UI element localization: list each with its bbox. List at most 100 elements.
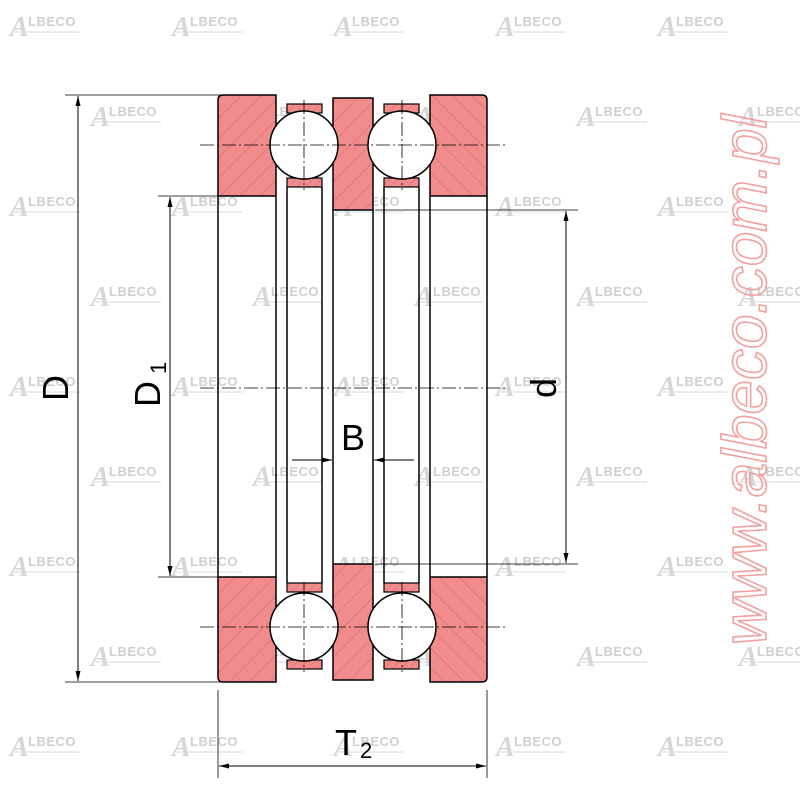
label-B: B <box>341 417 365 458</box>
svg-text:LBECO: LBECO <box>514 554 562 569</box>
svg-text:LBECO: LBECO <box>28 554 76 569</box>
svg-text:LBECO: LBECO <box>433 464 481 479</box>
svg-text:A: A <box>170 732 191 763</box>
svg-text:LBECO: LBECO <box>28 374 76 389</box>
svg-text:LBECO: LBECO <box>514 194 562 209</box>
svg-text:LBECO: LBECO <box>352 14 400 29</box>
svg-text:A: A <box>413 462 434 493</box>
label-D1: D <box>127 381 168 407</box>
website-text: www.albeco.com.pl <box>711 112 780 645</box>
svg-text:LBECO: LBECO <box>352 734 400 749</box>
svg-text:LBECO: LBECO <box>595 464 643 479</box>
body-outlines <box>217 187 488 583</box>
svg-text:LBECO: LBECO <box>757 284 800 299</box>
svg-text:A: A <box>575 282 596 313</box>
shaft-washer-bottom <box>332 563 374 681</box>
svg-text:A: A <box>170 12 191 43</box>
svg-text:LBECO: LBECO <box>433 284 481 299</box>
svg-text:LBECO: LBECO <box>514 14 562 29</box>
shaft-washer-top <box>332 97 374 211</box>
svg-text:LBECO: LBECO <box>271 464 319 479</box>
svg-text:A: A <box>170 372 191 403</box>
svg-text:A: A <box>656 552 677 583</box>
svg-text:A: A <box>332 732 353 763</box>
label-D: D <box>35 375 76 401</box>
svg-text:A: A <box>737 642 758 673</box>
svg-text:LBECO: LBECO <box>28 734 76 749</box>
svg-text:A: A <box>413 282 434 313</box>
housing-washer-left-bottom <box>217 576 277 683</box>
svg-text:A: A <box>89 462 110 493</box>
svg-text:A: A <box>737 282 758 313</box>
svg-text:LBECO: LBECO <box>595 284 643 299</box>
extension-lines <box>65 94 578 778</box>
svg-text:A: A <box>170 552 191 583</box>
svg-text:A: A <box>8 192 29 223</box>
svg-text:A: A <box>89 282 110 313</box>
svg-text:A: A <box>8 12 29 43</box>
svg-text:A: A <box>737 102 758 133</box>
svg-text:LBECO: LBECO <box>676 374 724 389</box>
svg-text:LBECO: LBECO <box>514 374 562 389</box>
svg-text:A: A <box>737 462 758 493</box>
svg-text:LBECO: LBECO <box>190 194 238 209</box>
svg-text:LBECO: LBECO <box>595 644 643 659</box>
svg-text:LBECO: LBECO <box>676 194 724 209</box>
bottom-section <box>217 563 488 683</box>
centre-lines <box>200 100 505 672</box>
svg-text:LBECO: LBECO <box>190 554 238 569</box>
svg-text:A: A <box>656 372 677 403</box>
svg-text:A: A <box>494 372 515 403</box>
svg-text:LBECO: LBECO <box>190 374 238 389</box>
label-T2-sub: 2 <box>360 738 372 763</box>
svg-text:LBECO: LBECO <box>676 14 724 29</box>
label-d: d <box>523 378 564 398</box>
svg-text:A: A <box>332 12 353 43</box>
svg-text:LBECO: LBECO <box>28 194 76 209</box>
svg-text:A: A <box>89 102 110 133</box>
housing-washer-left-top <box>217 94 277 197</box>
svg-text:LBECO: LBECO <box>109 284 157 299</box>
label-D1-sub: 1 <box>146 362 171 374</box>
svg-text:A: A <box>494 12 515 43</box>
svg-text:A: A <box>494 732 515 763</box>
svg-text:LBECO: LBECO <box>352 374 400 389</box>
svg-text:A: A <box>8 372 29 403</box>
cage-right-upper-b <box>383 582 420 593</box>
svg-text:A: A <box>494 192 515 223</box>
label-T2: T <box>335 722 357 763</box>
svg-text:A: A <box>251 462 272 493</box>
svg-text:A: A <box>494 552 515 583</box>
